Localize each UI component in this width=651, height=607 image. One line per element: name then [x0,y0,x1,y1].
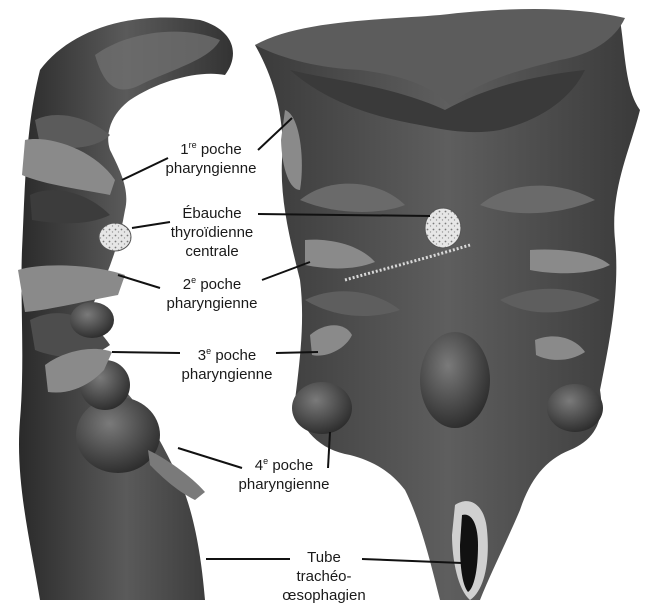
p3-word: poche [211,347,256,364]
label-central-thyroid-bud: Ébauche thyroïdienne centrale [164,204,260,261]
label-fourth-pharyngeal-pouch: 4e poche pharyngienne [232,456,336,494]
lateral-view-bulge-upper [70,302,114,338]
leader-p2-left [118,275,160,288]
thyroid-line2: thyroïdienne [164,223,260,242]
label-tracheo-oesophageal-tube: Tube trachéo- œsophagien [274,548,374,605]
tube-line1: Tube [274,548,374,567]
thyroid-line1: Ébauche [164,204,260,223]
leader-p3-left [112,352,180,353]
leader-p3-right [276,352,318,353]
label-second-pharyngeal-pouch: 2e poche pharyngienne [160,275,264,313]
ventral-center-mound [420,332,490,428]
p3-line2: pharyngienne [176,365,278,384]
p2-word: poche [196,276,241,293]
p2-line2: pharyngienne [160,294,264,313]
p3-number: 3 [198,347,206,364]
p4-word: poche [268,457,313,474]
lateral-view-bulge-lower [76,397,160,473]
label-first-pharyngeal-pouch: 1re poche pharyngienne [162,140,260,178]
label-third-pharyngeal-pouch: 3e poche pharyngienne [176,346,278,384]
ventral-left-lobe [292,382,352,434]
thyroid-line3: centrale [164,242,260,261]
ventral-view-body [255,18,640,600]
ventral-thyroid-bud [425,208,461,248]
p1-word: poche [197,141,242,158]
lateral-thyroid-bud [99,223,131,251]
p1-number: 1 [180,141,188,158]
p4-number: 4 [255,457,263,474]
p4-line2: pharyngienne [232,475,336,494]
p1-superscript: re [189,140,197,150]
p2-number: 2 [183,276,191,293]
tube-line2: trachéo- [274,567,374,586]
ventral-right-lobe [547,384,603,432]
p1-line2: pharyngienne [162,159,260,178]
ventral-view [255,9,640,600]
tube-line3: œsophagien [274,586,374,605]
